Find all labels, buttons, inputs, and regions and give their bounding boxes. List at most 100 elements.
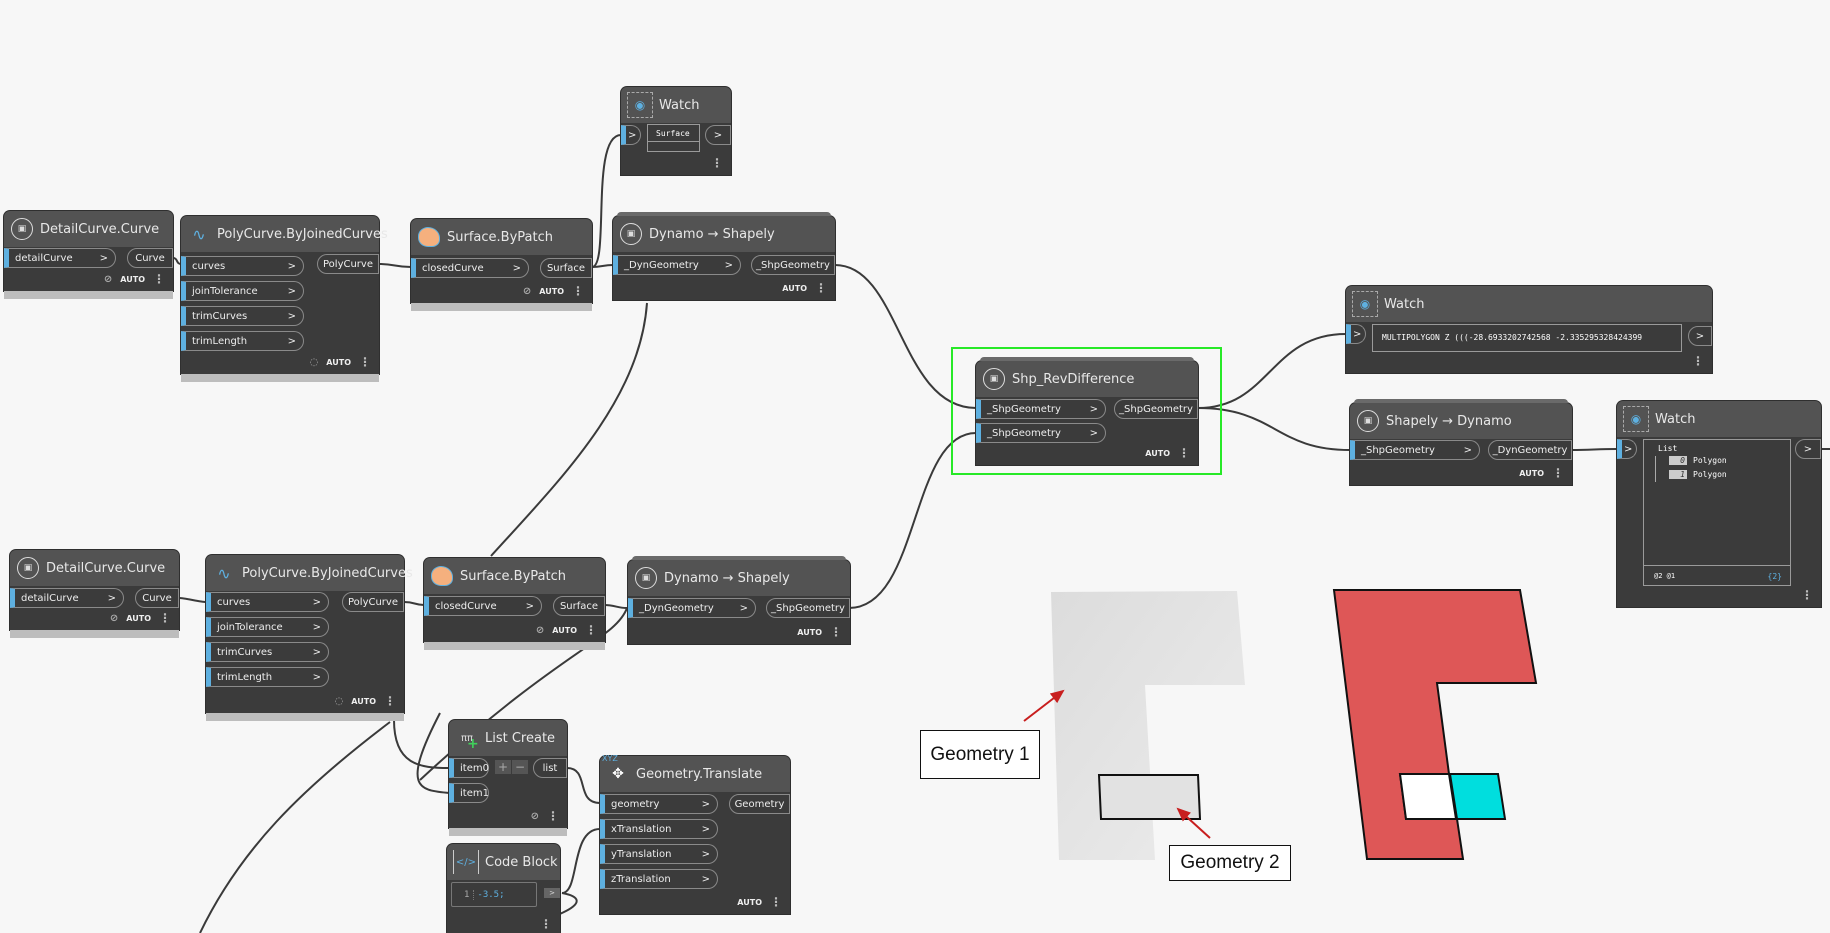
output-port-shpgeometry[interactable]: _ShpGeometry	[1114, 399, 1198, 419]
more-options-icon[interactable]: ⋮	[547, 809, 559, 823]
node-header[interactable]: ▣Dynamo → Shapely	[628, 560, 850, 596]
node-header[interactable]: Surface.ByPatch	[424, 558, 605, 594]
node-detailcurve-top[interactable]: ▣DetailCurve.Curve detailCurve> Curve ⊘A…	[4, 211, 173, 299]
more-options-icon[interactable]: ⋮	[815, 281, 827, 295]
node-polycurve-bottom[interactable]: ∿PolyCurve.ByJoinedCurves curves> joinTo…	[206, 555, 413, 721]
input-port-shpgeometry-b[interactable]: _ShpGeometry>	[976, 423, 1106, 443]
node-polycurve-top[interactable]: ∿PolyCurve.ByJoinedCurves curves> joinTo…	[181, 216, 388, 382]
output-port-curve[interactable]: Curve	[135, 588, 179, 608]
input-port-trimlength[interactable]: trimLength>	[181, 331, 304, 351]
more-options-icon[interactable]: ⋮	[1552, 466, 1564, 480]
input-port-shpgeometry[interactable]: _ShpGeometry>	[1350, 440, 1480, 460]
preview-off-icon[interactable]: ⊘	[522, 285, 532, 297]
input-port-xtranslation[interactable]: xTranslation>	[600, 819, 718, 839]
node-header[interactable]: ◉Watch	[1617, 401, 1821, 437]
preview-icon[interactable]: ◌	[334, 695, 344, 707]
more-options-icon[interactable]: ⋮	[384, 694, 396, 708]
node-header[interactable]: ▣Shp_RevDifference	[976, 361, 1198, 397]
watch-input-port[interactable]: >	[1617, 439, 1637, 459]
output-port[interactable]: >	[544, 888, 560, 898]
input-port-curves[interactable]: curves>	[206, 592, 329, 612]
node-shp-revdifference[interactable]: ▣Shp_RevDifference _ShpGeometry> _ShpGeo…	[976, 357, 1198, 465]
code-editor[interactable]: 1 -3.5;	[451, 882, 537, 907]
more-options-icon[interactable]: ⋮	[1178, 446, 1190, 460]
node-list-create[interactable]: ππ+List Create item0 item1 + − list ⊘⋮	[449, 720, 567, 836]
more-options-icon[interactable]: ⋮	[770, 895, 782, 909]
node-header[interactable]: </>Code Block	[447, 844, 560, 880]
output-port-polycurve[interactable]: PolyCurve	[317, 254, 379, 274]
input-port-trimlength[interactable]: trimLength>	[206, 667, 329, 687]
remove-input-button[interactable]: −	[512, 760, 528, 774]
input-port-jointolerance[interactable]: joinTolerance>	[181, 281, 304, 301]
input-port-item1[interactable]: item1	[449, 783, 489, 803]
output-port-surface[interactable]: Surface	[540, 258, 592, 278]
list-levels[interactable]: @2 @1	[1654, 572, 1676, 580]
add-input-button[interactable]: +	[495, 760, 511, 774]
watch-input-port[interactable]: >	[1346, 324, 1366, 344]
preview-off-icon[interactable]: ⊘	[530, 810, 539, 822]
more-options-icon[interactable]: ⋮	[1801, 588, 1813, 602]
output-port-geometry[interactable]: Geometry	[729, 794, 790, 814]
node-header[interactable]: ∿PolyCurve.ByJoinedCurves	[206, 555, 413, 591]
output-port-shpgeometry[interactable]: _ShpGeometry	[751, 255, 835, 275]
node-header[interactable]: ▣Shapely → Dynamo	[1350, 403, 1572, 439]
node-header[interactable]: ▣DetailCurve.Curve	[10, 550, 179, 586]
node-surface-bypatch-top[interactable]: Surface.ByPatch closedCurve> Surface ⊘AU…	[411, 219, 592, 311]
node-header[interactable]: ▣DetailCurve.Curve	[4, 211, 173, 247]
node-dynamo-to-shapely-top[interactable]: ▣Dynamo → Shapely _DynGeometry> _ShpGeom…	[613, 212, 835, 300]
input-port-geometry[interactable]: geometry>	[600, 794, 718, 814]
node-header[interactable]: ∿PolyCurve.ByJoinedCurves	[181, 216, 388, 252]
input-port-detailcurve[interactable]: detailCurve>	[4, 248, 116, 268]
more-options-icon[interactable]: ⋮	[572, 284, 584, 298]
more-options-icon[interactable]: ⋮	[159, 611, 171, 625]
input-port-closedcurve[interactable]: closedCurve>	[424, 596, 542, 616]
input-port-shpgeometry-a[interactable]: _ShpGeometry>	[976, 399, 1106, 419]
node-shapely-to-dynamo[interactable]: ▣Shapely → Dynamo _ShpGeometry> _DynGeom…	[1350, 399, 1572, 485]
more-options-icon[interactable]: ⋮	[711, 156, 723, 170]
output-port-surface[interactable]: Surface	[553, 596, 605, 616]
node-watch-top[interactable]: ◉Watch > Surface > ⋮	[621, 87, 731, 175]
input-port-ytranslation[interactable]: yTranslation>	[600, 844, 718, 864]
input-port-ztranslation[interactable]: zTranslation>	[600, 869, 718, 889]
input-port-trimcurves[interactable]: trimCurves>	[181, 306, 304, 326]
more-options-icon[interactable]: ⋮	[359, 355, 371, 369]
input-port-dyngeometry[interactable]: _DynGeometry>	[628, 598, 756, 618]
output-port-dyngeometry[interactable]: _DynGeometry	[1488, 440, 1572, 460]
preview-off-icon[interactable]: ⊘	[535, 624, 545, 636]
node-dynamo-to-shapely-bottom[interactable]: ▣Dynamo → Shapely _DynGeometry> _ShpGeom…	[628, 556, 850, 644]
input-port-dyngeometry[interactable]: _DynGeometry>	[613, 255, 741, 275]
input-port-jointolerance[interactable]: joinTolerance>	[206, 617, 329, 637]
more-options-icon[interactable]: ⋮	[585, 623, 597, 637]
more-options-icon[interactable]: ⋮	[540, 917, 552, 931]
node-header[interactable]: Surface.ByPatch	[411, 219, 592, 255]
input-port-detailcurve[interactable]: detailCurve>	[10, 588, 124, 608]
output-port-shpgeometry[interactable]: _ShpGeometry	[766, 598, 850, 618]
input-port-closedcurve[interactable]: closedCurve>	[411, 258, 529, 278]
node-header[interactable]: ▣Dynamo → Shapely	[613, 216, 835, 252]
watch-output-port[interactable]: >	[1688, 326, 1712, 346]
preview-off-icon[interactable]: ⊘	[109, 612, 119, 624]
watch-output-port[interactable]: >	[1795, 439, 1821, 459]
more-options-icon[interactable]: ⋮	[153, 272, 165, 286]
input-port-trimcurves[interactable]: trimCurves>	[206, 642, 329, 662]
output-port-list[interactable]: list	[533, 758, 567, 778]
node-header[interactable]: ◉Watch	[621, 87, 731, 123]
output-port-curve[interactable]: Curve	[127, 248, 173, 268]
output-port-polycurve[interactable]: PolyCurve	[342, 592, 404, 612]
node-code-block[interactable]: </>Code Block 1 -3.5; > ⋮	[447, 844, 560, 933]
more-options-icon[interactable]: ⋮	[1692, 354, 1704, 368]
node-header[interactable]: ππ+List Create	[449, 720, 567, 756]
node-surface-bypatch-bottom[interactable]: Surface.ByPatch closedCurve> Surface ⊘AU…	[424, 558, 605, 650]
input-port-curves[interactable]: curves>	[181, 256, 304, 276]
preview-icon[interactable]: ◌	[309, 356, 319, 368]
watch-output-port[interactable]: >	[705, 125, 731, 145]
watch-input-port[interactable]: >	[621, 125, 641, 145]
node-watch-multipolygon[interactable]: ◉Watch > MULTIPOLYGON Z (((-28.693320274…	[1346, 286, 1712, 373]
more-options-icon[interactable]: ⋮	[830, 625, 842, 639]
node-detailcurve-bottom[interactable]: ▣DetailCurve.Curve detailCurve> Curve ⊘A…	[10, 550, 179, 638]
